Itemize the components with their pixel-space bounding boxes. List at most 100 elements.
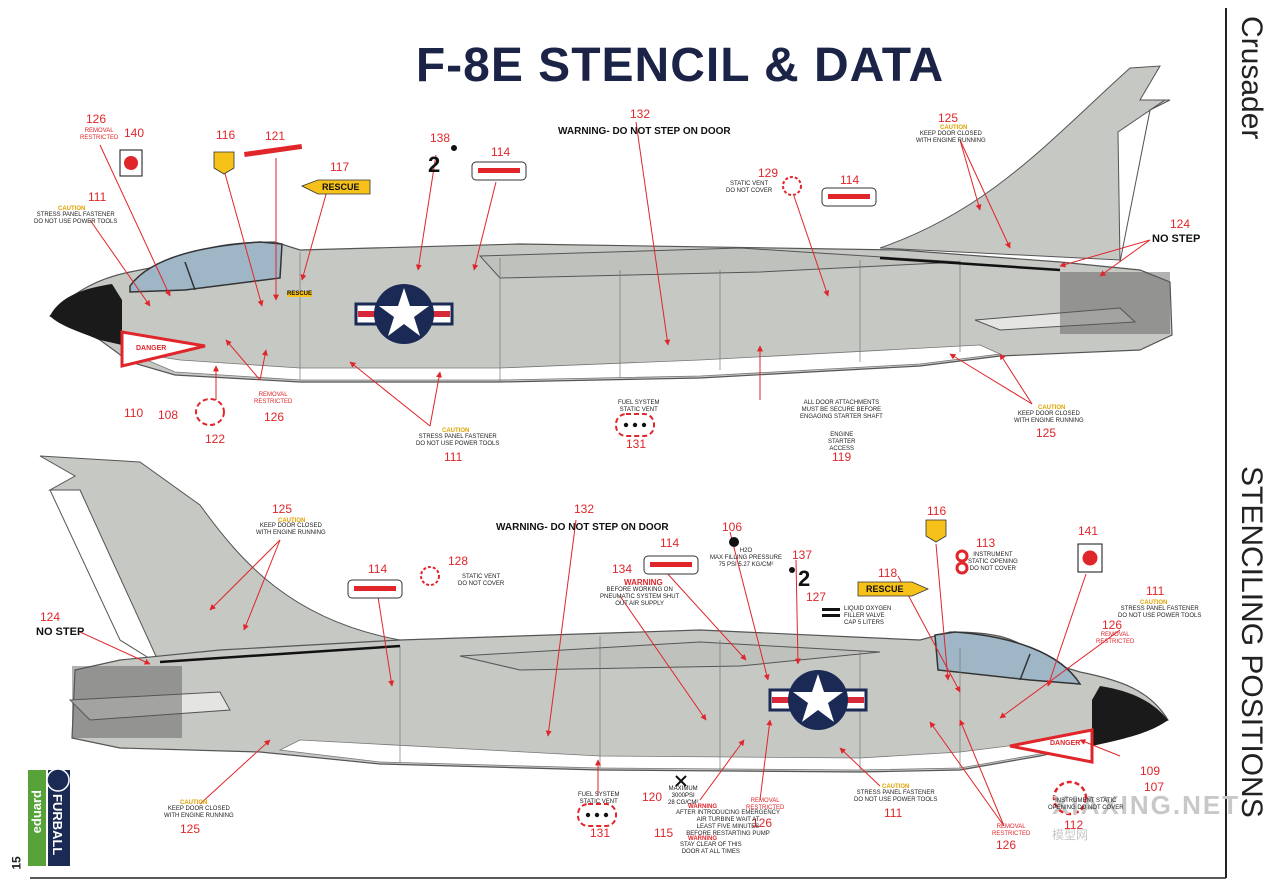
side-title-crusader: Crusader xyxy=(1235,16,1268,140)
callout-number-111: 111 xyxy=(1146,584,1165,598)
callout-number-114: 114 xyxy=(660,536,680,550)
removal-restricted: REMOVAL RESTRICTED xyxy=(80,128,119,141)
callout-number-124: 124 xyxy=(40,610,61,624)
callout-number-137: 137 xyxy=(792,548,813,562)
callout-number-108: 108 xyxy=(158,408,179,422)
callout-number-114: 114 xyxy=(840,173,860,187)
callout-number-125: 125 xyxy=(180,822,201,836)
instrument-vent-label: INSTRUMENT STATIC OPENING DO NOT COVER xyxy=(968,552,1018,572)
callout-number-128: 128 xyxy=(448,554,469,568)
callout-number-110: 110 xyxy=(124,406,144,420)
callout-number-107: 107 xyxy=(1144,780,1165,794)
static-vent-label-lower: STATIC VENT DO NOT COVER xyxy=(458,574,505,587)
callout-number-127: 127 xyxy=(806,590,827,604)
callout-number-116: 116 xyxy=(216,128,236,142)
static-vent-label: STATIC VENT DO NOT COVER xyxy=(726,181,773,194)
watermark: XIAXING.NET xyxy=(1052,790,1241,820)
callout-number-118: 118 xyxy=(878,566,898,580)
caution-label-3: CAUTION xyxy=(442,428,470,434)
pneumatic-warning: BEFORE WORKING ON PNEUMATIC SYSTEM SHUT … xyxy=(600,587,680,607)
removal-restricted-2: REMOVAL RESTRICTED xyxy=(254,392,293,405)
fuel-vent-label-lower: FUEL SYSTEM STATIC VENT xyxy=(578,792,620,805)
callout-number-125: 125 xyxy=(938,111,959,125)
removal-restricted-lower-2: REMOVAL RESTRICTED xyxy=(746,798,785,811)
stencil-two-lower: 2 xyxy=(798,566,811,591)
upper-aircraft xyxy=(48,65,1173,383)
caution-label: CAUTION xyxy=(58,206,86,212)
warning-do-not-step: WARNING- DO NOT STEP ON DOOR xyxy=(558,126,731,137)
no-step-label-lower: NO STEP xyxy=(36,626,85,638)
lower-aircraft xyxy=(39,455,1169,773)
callout-number-140: 140 xyxy=(124,126,145,140)
danger-label: DANGER xyxy=(136,345,167,352)
stress-panel-label-lower-2: STRESS PANEL FASTENER DO NOT USE POWER T… xyxy=(854,790,938,803)
keep-door-label-lower-2: KEEP DOOR CLOSED WITH ENGINE RUNNING xyxy=(164,806,234,819)
side-title-stenciling-positions: STENCILING POSITIONS xyxy=(1235,466,1268,818)
callout-number-126: 126 xyxy=(86,112,107,126)
watermark-sub: 模型网 xyxy=(1052,828,1089,842)
rescue-label-fuselage: RESCUE xyxy=(287,291,313,297)
callout-number-119: 119 xyxy=(832,450,852,464)
door-attach-label: ALL DOOR ATTACHMENTS MUST BE SECURE BEFO… xyxy=(800,400,883,420)
caution-label-lower-2: CAUTION xyxy=(1140,600,1168,606)
removal-restricted-lower: REMOVAL RESTRICTED xyxy=(1096,632,1135,645)
caution-label-2: CAUTION xyxy=(940,125,968,131)
rescue-label: RESCUE xyxy=(322,182,360,192)
keep-door-label-lower: KEEP DOOR CLOSED WITH ENGINE RUNNING xyxy=(256,523,326,536)
lower-stencils xyxy=(79,519,1121,827)
callout-number-134: 134 xyxy=(612,562,633,576)
callout-number-106: 106 xyxy=(722,520,743,534)
callout-number-112: 112 xyxy=(1064,818,1084,832)
callout-number-132: 132 xyxy=(630,107,651,121)
stress-panel-label: STRESS PANEL FASTENER DO NOT USE POWER T… xyxy=(34,212,118,225)
callout-number-111: 111 xyxy=(884,806,903,820)
pneumatic-warning-title: WARNING xyxy=(624,578,663,587)
callout-number-126: 126 xyxy=(752,816,773,830)
callout-number-114: 114 xyxy=(368,562,388,576)
callout-number-141: 141 xyxy=(1078,524,1099,538)
callout-number-126: 126 xyxy=(264,410,285,424)
callout-number-124: 124 xyxy=(1170,217,1191,231)
callout-number-120: 120 xyxy=(642,790,663,804)
callout-number-109: 109 xyxy=(1140,764,1161,778)
keep-door-label: KEEP DOOR CLOSED WITH ENGINE RUNNING xyxy=(916,131,986,144)
callout-number-111: 111 xyxy=(88,190,107,204)
removal-restricted-lower-3: REMOVAL RESTRICTED xyxy=(992,824,1031,837)
callout-number-121: 121 xyxy=(265,129,286,143)
callout-number-117: 117 xyxy=(330,160,350,174)
stay-clear-title: WARNING xyxy=(688,836,717,842)
callout-number-125: 125 xyxy=(1036,426,1057,440)
fuel-vent-label: FUEL SYSTEM STATIC VENT xyxy=(618,400,660,413)
callout-number-131: 131 xyxy=(590,826,611,840)
brand-eduard: eduard xyxy=(29,790,44,834)
callout-number-132: 132 xyxy=(574,502,595,516)
callout-number-125: 125 xyxy=(272,502,293,516)
caution-label-lower-3: CAUTION xyxy=(882,784,910,790)
no-step-label: NO STEP xyxy=(1152,233,1201,245)
caution-label-4: CAUTION xyxy=(1038,405,1066,411)
upper-stencils xyxy=(89,121,1151,427)
page-title: F-8E STENCIL & DATA xyxy=(415,39,945,92)
emergency-warning: AFTER INTRODUCING EMERGENCY AIR TURBINE … xyxy=(676,810,781,837)
keep-door-label-2: KEEP DOOR CLOSED WITH ENGINE RUNNING xyxy=(1014,411,1084,424)
danger-label-lower: DANGER xyxy=(1050,740,1081,747)
caution-label-lower: CAUTION xyxy=(278,518,306,524)
engine-starter-label: ENGINE STARTER ACCESS xyxy=(828,432,856,452)
callout-number-111: 111 xyxy=(444,450,463,464)
callout-number-115: 115 xyxy=(654,826,674,840)
rescue-label-lower: RESCUE xyxy=(866,584,904,594)
callout-number-122: 122 xyxy=(205,432,226,446)
callout-number-138: 138 xyxy=(430,131,451,145)
stress-panel-label-lower: STRESS PANEL FASTENER DO NOT USE POWER T… xyxy=(1118,606,1202,619)
liquid-oxygen-label: LIQUID OXYGEN FILLER VALVE CAP 5 LITERS xyxy=(844,606,892,626)
callout-number-116: 116 xyxy=(927,504,947,518)
caution-label-lower-4: CAUTION xyxy=(180,800,208,806)
brand-furball: FURBALL xyxy=(50,794,65,856)
callout-number-126: 126 xyxy=(996,838,1017,852)
page-number: 15 xyxy=(9,856,24,870)
callout-number-131: 131 xyxy=(626,437,647,451)
callout-number-129: 129 xyxy=(758,166,779,180)
callout-number-113: 113 xyxy=(976,536,996,550)
